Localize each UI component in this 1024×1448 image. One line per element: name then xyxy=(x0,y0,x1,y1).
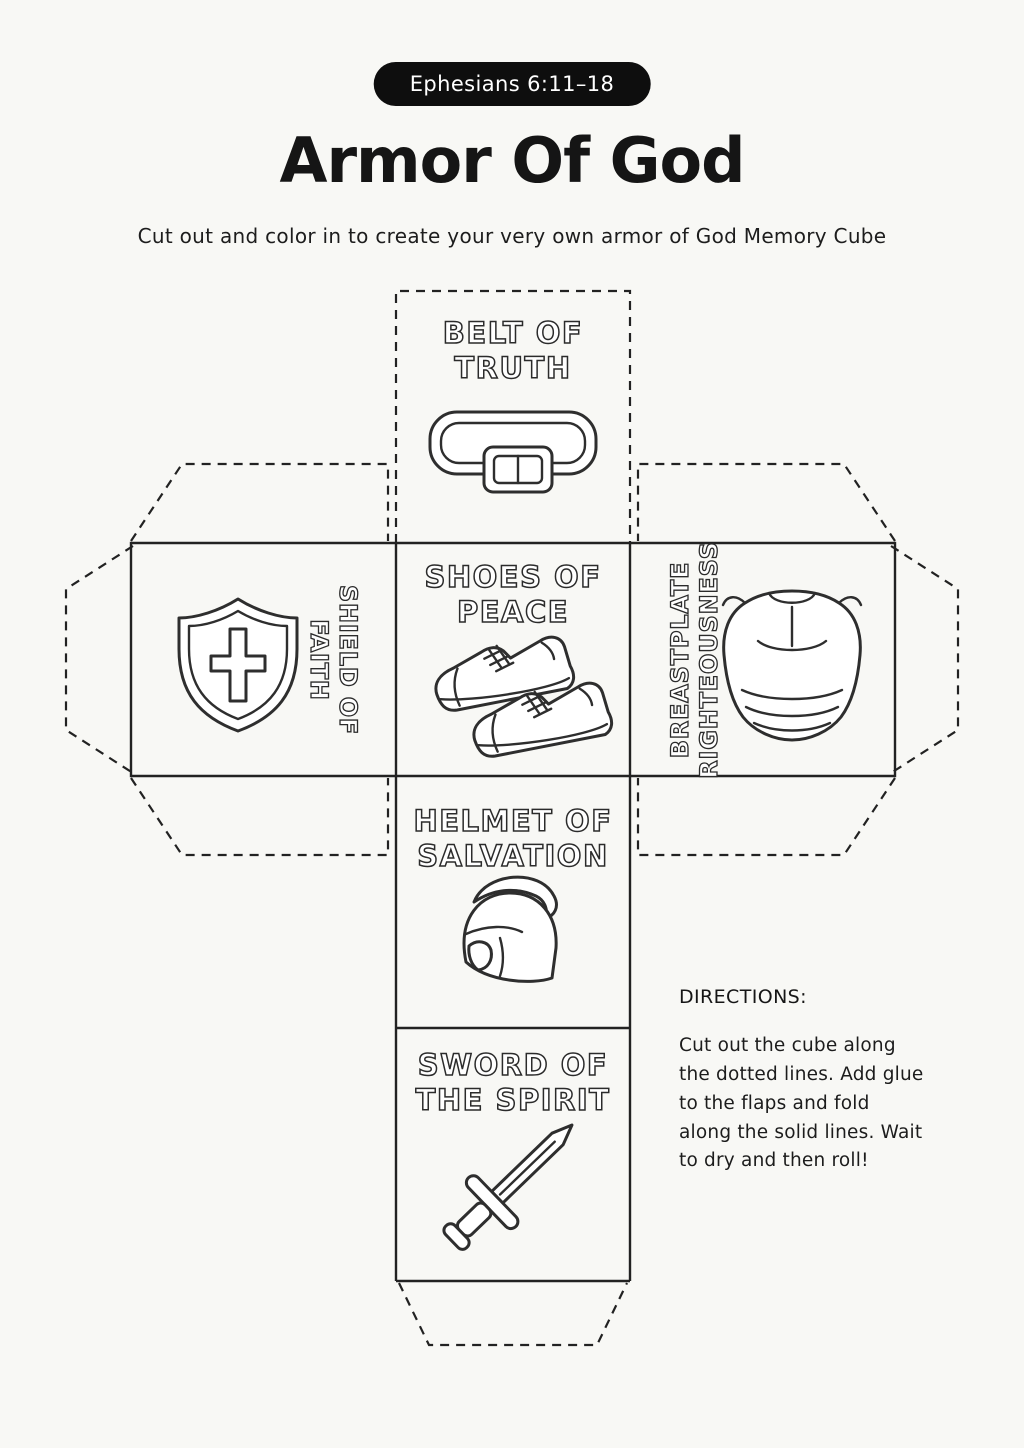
sword-icon xyxy=(442,1123,574,1251)
cut-lines xyxy=(64,289,960,1347)
shield-face-label: SHIELD OF FAITH xyxy=(304,584,362,736)
breastplate-icon xyxy=(721,589,863,742)
page-subtitle: Cut out and color in to create your very… xyxy=(137,224,887,248)
sword-face-label: SWORD OF THE SPIRIT xyxy=(415,1047,611,1117)
fold-lines xyxy=(129,541,897,1283)
helmet-face-label: HELMET OF SALVATION xyxy=(413,803,613,873)
page-title: Armor Of God xyxy=(279,124,745,197)
shield-icon xyxy=(177,597,299,733)
breastplate-face-label: BREASTPLATE RIGHTEOUSNESS xyxy=(666,541,724,780)
shoes-face-label: SHOES OF PEACE xyxy=(424,559,602,629)
directions-block: DIRECTIONS: Cut out the cube along the d… xyxy=(679,986,925,1195)
belt-face-label: BELT OF TRUTH xyxy=(442,315,584,385)
verse-badge: Ephesians 6:11–18 xyxy=(373,62,651,106)
shoes-icon xyxy=(429,633,616,761)
belt-icon xyxy=(428,410,598,494)
directions-body: Cut out the cube along the dotted lines.… xyxy=(679,1035,924,1172)
helmet-icon xyxy=(462,875,558,983)
directions-heading: DIRECTIONS: xyxy=(679,986,807,1008)
